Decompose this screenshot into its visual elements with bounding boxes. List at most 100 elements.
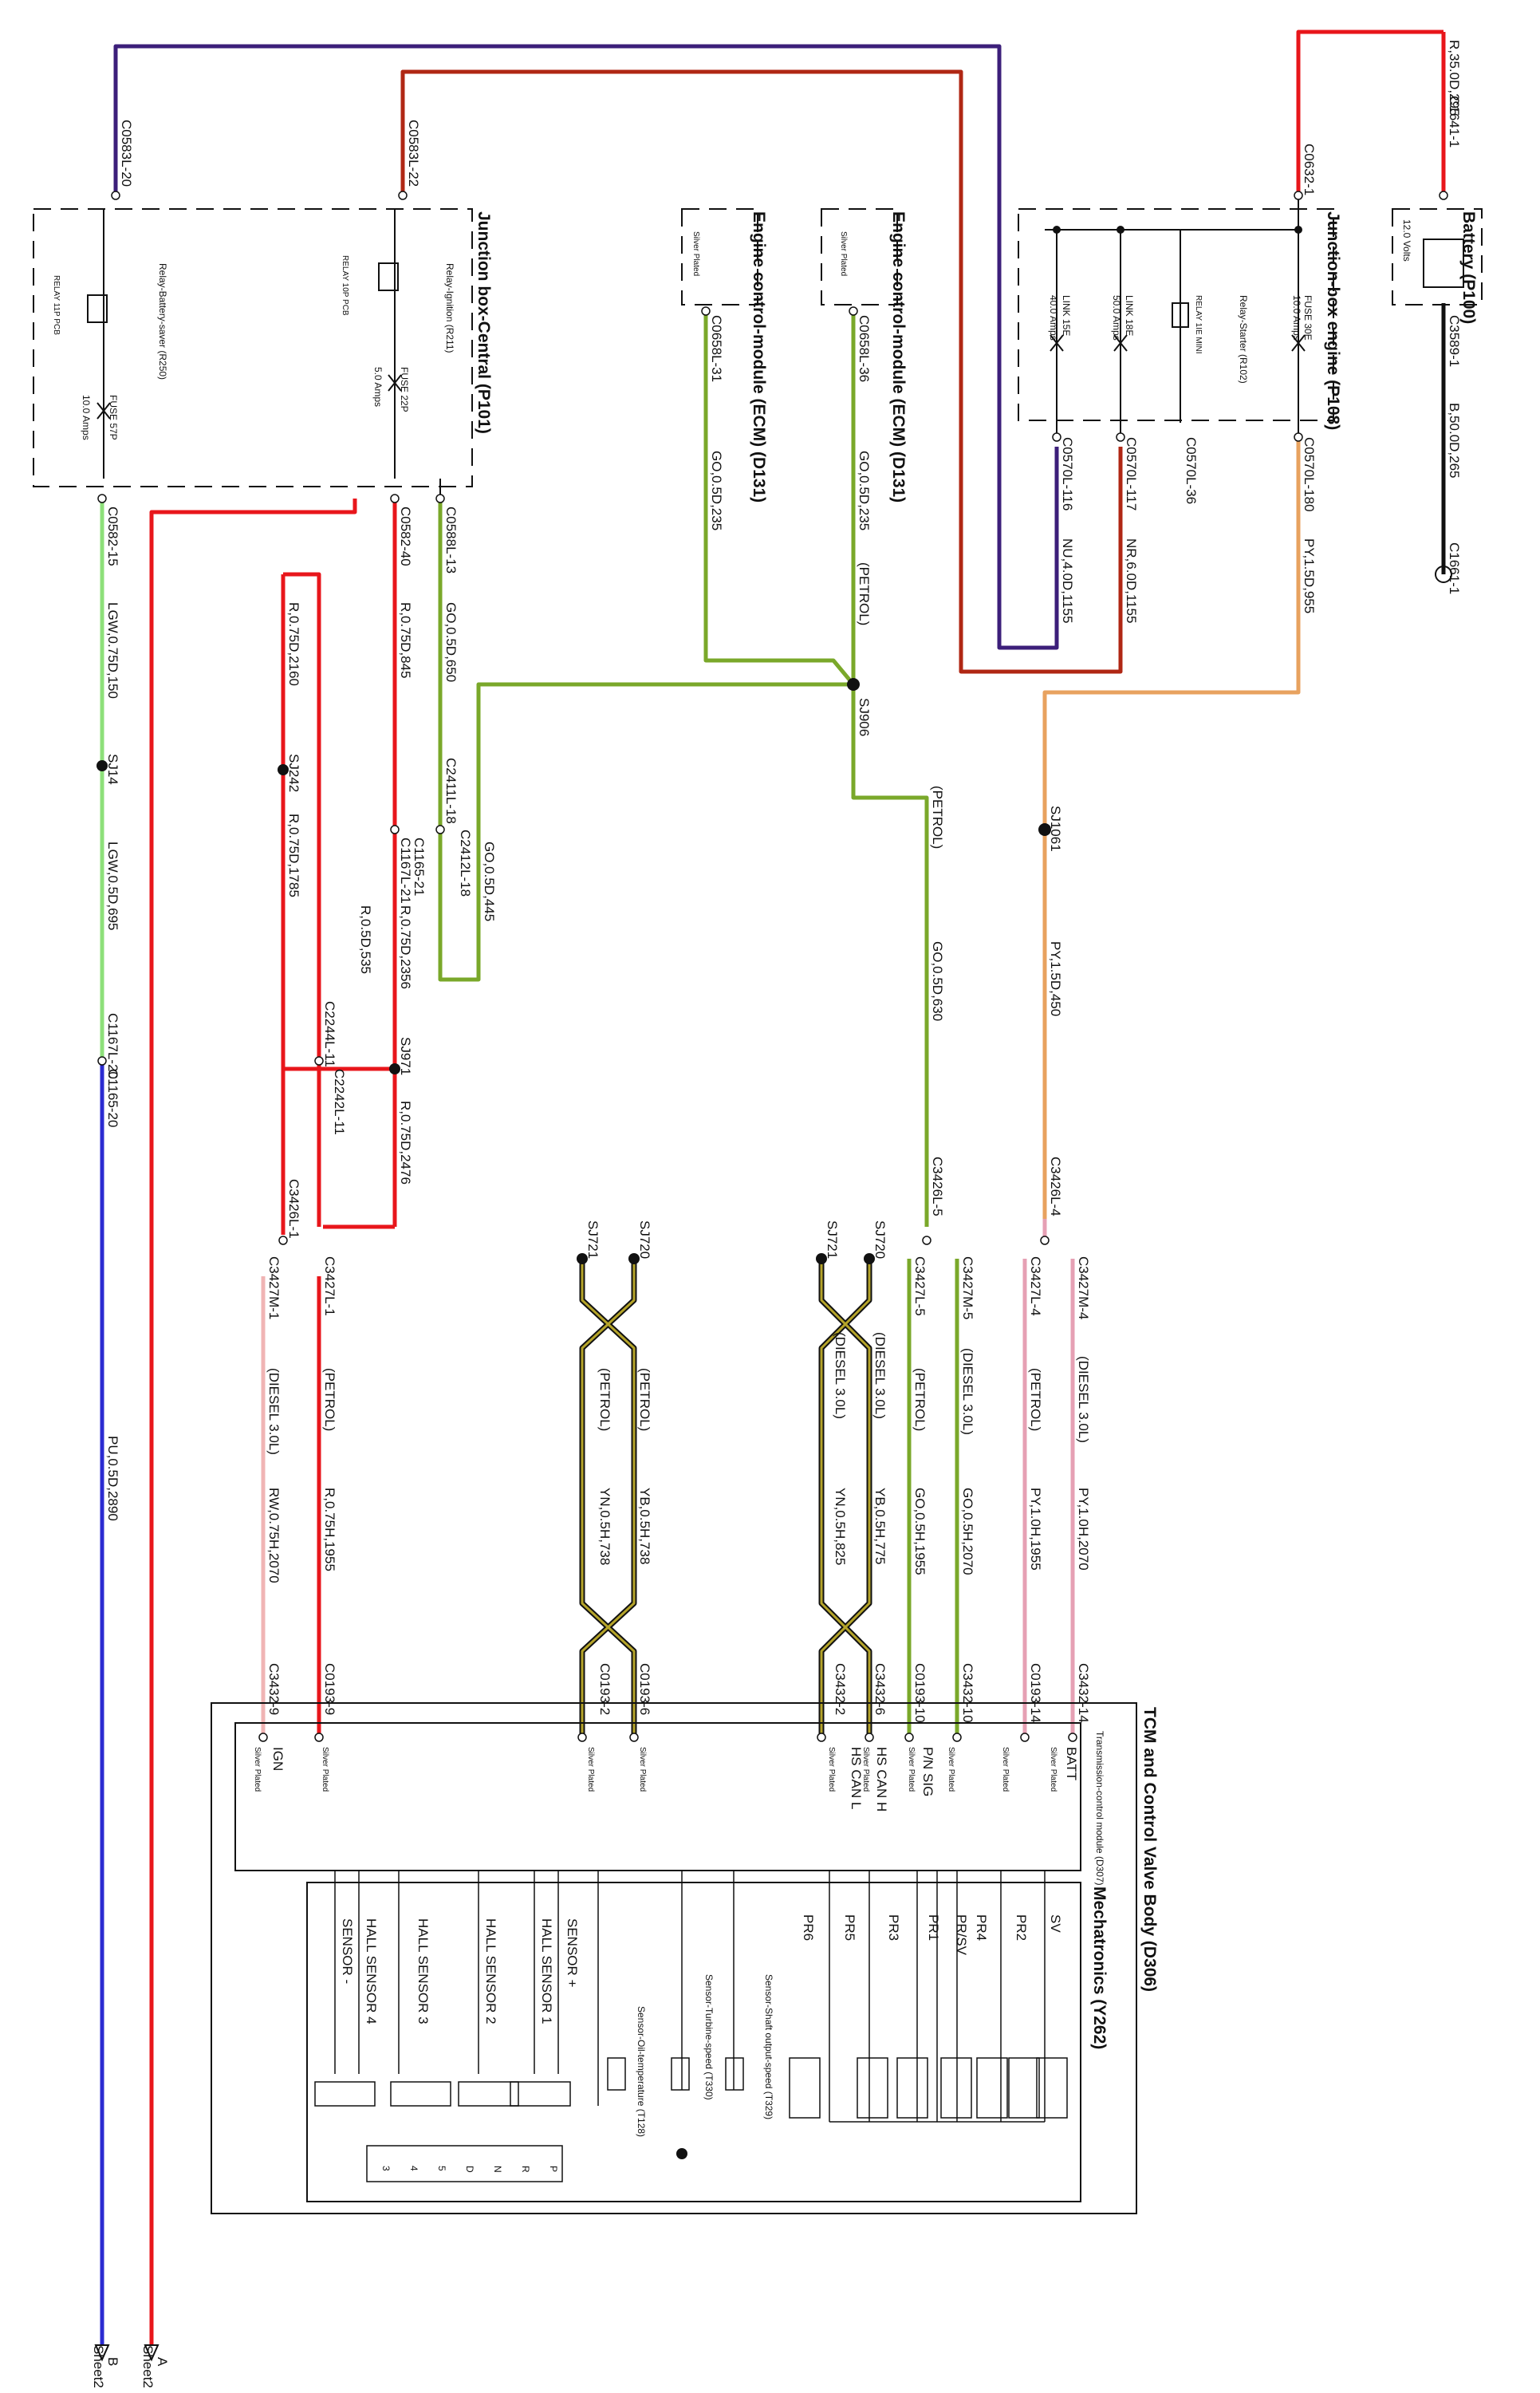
link18-amps: 50.0 Amps <box>1111 295 1122 341</box>
c0193-9-label: C0193-9 <box>322 1663 337 1715</box>
c3427m-5-label: C3427M-5 <box>960 1256 975 1319</box>
relay-starter-tag: RELAY 1IE MINI <box>1194 295 1203 354</box>
c0582-40-label: C0582-40 <box>398 507 413 566</box>
wire-rw2070-label: RW,0.75H,2070 <box>266 1488 282 1583</box>
c1167-21-label: C1167L-21 <box>398 838 413 904</box>
c3432-10-label: C3432-10 <box>960 1663 975 1723</box>
pin-c0582-15 <box>97 494 107 503</box>
tcm-ign-label: IGN <box>270 1747 286 1771</box>
jb-central-internals <box>87 209 441 499</box>
wire-yb738-label: YB,0.5H,738 <box>637 1488 652 1564</box>
splice-sj906 <box>847 678 860 691</box>
c0570-117-label: C0570L-117 <box>1124 437 1139 511</box>
tcm-boxes <box>211 1702 1137 2214</box>
solenoid-lines <box>829 1871 1046 2122</box>
sj971-label: SJ971 <box>398 1037 413 1075</box>
wire-yn-738-fill <box>581 1259 636 1737</box>
splice-sj242 <box>278 764 289 775</box>
pin-c3432-9a <box>314 1733 324 1742</box>
ecm1-wire-label: GO,0.5D,235 <box>709 451 724 530</box>
c0658-31-label: C0658L-31 <box>709 315 724 382</box>
wire-r1785-label: R,0.75D,1785 <box>286 814 301 897</box>
c3432-2-label: C3432-2 <box>833 1663 848 1715</box>
relay-ignition-coil <box>378 262 399 291</box>
hall-block-2 <box>458 2081 519 2107</box>
relay-battery-saver-tag: RELAY 11P PCB <box>52 275 61 335</box>
c3432-6-label: C3432-6 <box>872 1663 888 1715</box>
sj906-label: SJ906 <box>857 698 872 736</box>
jb-central-title: Junction box-Central (P101) <box>475 211 493 434</box>
c0588-13-label: C0588L-13 <box>443 507 459 574</box>
fuse30-name: FUSE 30E <box>1302 295 1314 341</box>
wire-nu-label: NU,4.0D,1155 <box>1060 538 1075 623</box>
c0658-36-label: C0658L-36 <box>857 315 872 382</box>
pin-c0658-36 <box>849 306 858 316</box>
splice-sj721-a <box>577 1253 588 1264</box>
pin-c3432-10 <box>952 1733 962 1742</box>
tcm-plating-4: Silver Plated <box>586 1747 595 1792</box>
fuse30-symbol <box>1291 334 1306 352</box>
wire-go650-label: GO,0.5D,650 <box>443 602 459 682</box>
wire-go-445 <box>438 499 853 982</box>
tcm-plating-canh: Silver Plated <box>861 1747 870 1792</box>
mech-turbine-sensor: Sensor-Turbine-speed (T330) <box>703 1974 715 2100</box>
wire-r35-battery <box>1296 30 1444 195</box>
wire-py-955 <box>1042 437 1301 1219</box>
wire-r845-label: R,0.75D,845 <box>398 602 413 678</box>
pin-c3432-9b <box>258 1733 268 1742</box>
pin-c0583-20 <box>111 191 120 200</box>
relay-ignition-name: Relay-Ignition (R211) <box>444 263 455 353</box>
splice-sj14 <box>96 760 108 771</box>
petrol-label-1: (PETROL) <box>322 1368 337 1431</box>
position-switch-block <box>366 2145 563 2182</box>
link18-name: LINK 18E <box>1124 295 1135 336</box>
relay-starter-name: Relay-Starter (R102) <box>1238 295 1249 384</box>
tcm-module-box <box>234 1722 1081 1871</box>
fuse22-symbol <box>388 374 402 392</box>
mech-hall4: HALL SENSOR 4 <box>364 1918 379 2024</box>
fuse57-amps: 10.0 Amps <box>81 395 92 440</box>
c0193-2-label: C0193-2 <box>597 1663 612 1715</box>
ground-terminal <box>1435 566 1452 583</box>
labels: Battery (P100) 12.0 Volts C1641-1 C3589-… <box>52 40 1478 2388</box>
shaft-sensor-symbol <box>725 2057 744 2091</box>
c1165-20-label: C1165-20 <box>105 1069 120 1127</box>
mechatronics-box <box>306 1882 1081 2202</box>
tcm-hscanh-label: HS CAN H <box>874 1747 889 1812</box>
pr3-block <box>896 2057 928 2119</box>
relay-ignition-tag: RELAY 10P PCB <box>341 255 349 316</box>
battery-symbol <box>1423 239 1464 583</box>
pin-c0193-2 <box>577 1733 587 1742</box>
mech-pr4: PR4 <box>974 1914 989 1941</box>
c1165-21-label: C1165-21 <box>412 838 427 896</box>
wire-lgw695-label: LGW,0.5D,695 <box>105 842 120 931</box>
wire-yb775-label: YB,0.5H,775 <box>872 1488 888 1564</box>
diesel-label-1: (DIESEL 3.0L) <box>266 1368 282 1455</box>
c3427l-5-label: C3427L-5 <box>912 1256 928 1316</box>
splice-sj971 <box>389 1063 400 1074</box>
relay-battery-saver-coil <box>87 294 108 323</box>
c2244-11-label: C2244L-11 <box>322 1001 337 1067</box>
tcm-plating-1: Silver Plated <box>1001 1747 1010 1792</box>
wire-r535-label: R,0.5D,535 <box>358 905 373 974</box>
pin-c0193-14 <box>1020 1733 1030 1742</box>
pos-p: P <box>548 2166 559 2172</box>
c0570-36-label: C0570L-36 <box>1184 437 1199 504</box>
wire-r2160-label: R,0.75D,2160 <box>286 602 301 686</box>
wire-b50-label: B,50.0D,265 <box>1447 403 1462 479</box>
mech-oiltemp-sensor: Sensor-Oil-temperature (T128) <box>636 2006 647 2137</box>
ecm2-variant-label: (PETROL) <box>857 562 872 625</box>
link15-amps: 40.0 Amps <box>1048 295 1059 341</box>
c2242-11-label: C2242L-11 <box>332 1069 347 1135</box>
wire-go-630 <box>851 684 929 1227</box>
pin-c0193-10 <box>904 1733 914 1742</box>
splice-sj721-b <box>816 1253 827 1264</box>
diesel-label-4: (DIESEL 3.0L) <box>960 1348 975 1435</box>
wire-lgw150-label: LGW,0.75D,150 <box>105 602 120 699</box>
tcm-plating-3: Silver Plated <box>638 1747 647 1792</box>
relay-starter-coil <box>1172 302 1189 328</box>
c0193-6-label: C0193-6 <box>637 1663 652 1715</box>
sheet-b-arrow <box>94 2344 110 2362</box>
pos-4: 4 <box>408 2166 419 2171</box>
